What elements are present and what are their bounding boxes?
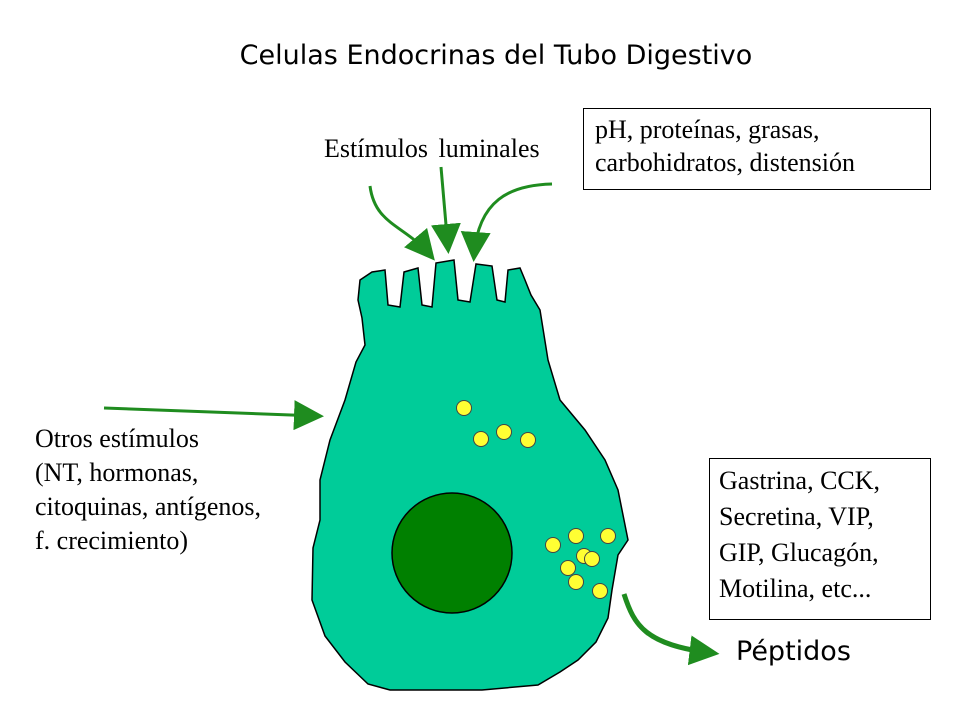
other-stimuli-arrow: [103, 400, 324, 431]
luminal-stimuli-label: Estímulos luminales: [324, 134, 540, 163]
granule: [600, 528, 616, 544]
nucleus: [391, 492, 513, 614]
secretion-arrow: [621, 593, 720, 666]
luminal-box-line: pH, proteínas, grasas,: [595, 115, 820, 144]
granule: [520, 432, 536, 448]
peptide-line: Gastrina, CCK,: [719, 466, 881, 495]
luminal-arrow-right: [460, 182, 553, 262]
granule: [568, 574, 584, 590]
luminal-arrow-middle: [430, 166, 461, 254]
granule: [568, 528, 584, 544]
luminal-box-line: carbohidratos, distensión: [595, 148, 855, 177]
output-label: Péptidos: [736, 636, 851, 667]
granule: [496, 424, 512, 440]
granule: [545, 537, 561, 553]
granules-upper: [456, 400, 536, 448]
other-stimuli-line: f. crecimiento): [35, 526, 189, 555]
luminal-stimuli-box: pH, proteínas, grasas, carbohidratos, di…: [583, 108, 931, 190]
granules-lower: [545, 528, 616, 599]
peptide-line: Secretina, VIP,: [719, 502, 874, 531]
other-stimuli-line: Otros estímulos: [35, 424, 199, 453]
granule: [456, 400, 472, 416]
granule: [560, 560, 576, 576]
other-stimuli-line: citoquinas, antígenos,: [35, 492, 262, 521]
luminal-arrow-left: [368, 185, 435, 261]
granule: [473, 431, 489, 447]
cell-body: [311, 259, 629, 691]
peptides-box: Gastrina, CCK, Secretina, VIP, GIP, Gluc…: [709, 458, 931, 620]
other-stimuli-line: (NT, hormonas,: [35, 458, 199, 487]
peptide-line: GIP, Glucagón,: [719, 538, 879, 567]
diagram-title: Celulas Endocrinas del Tubo Digestivo: [239, 40, 753, 71]
granule: [584, 551, 600, 567]
peptide-line: Motilina, etc...: [719, 574, 872, 603]
other-stimuli-text: Otros estímulos (NT, hormonas, citoquina…: [35, 422, 261, 558]
granule: [592, 583, 608, 599]
